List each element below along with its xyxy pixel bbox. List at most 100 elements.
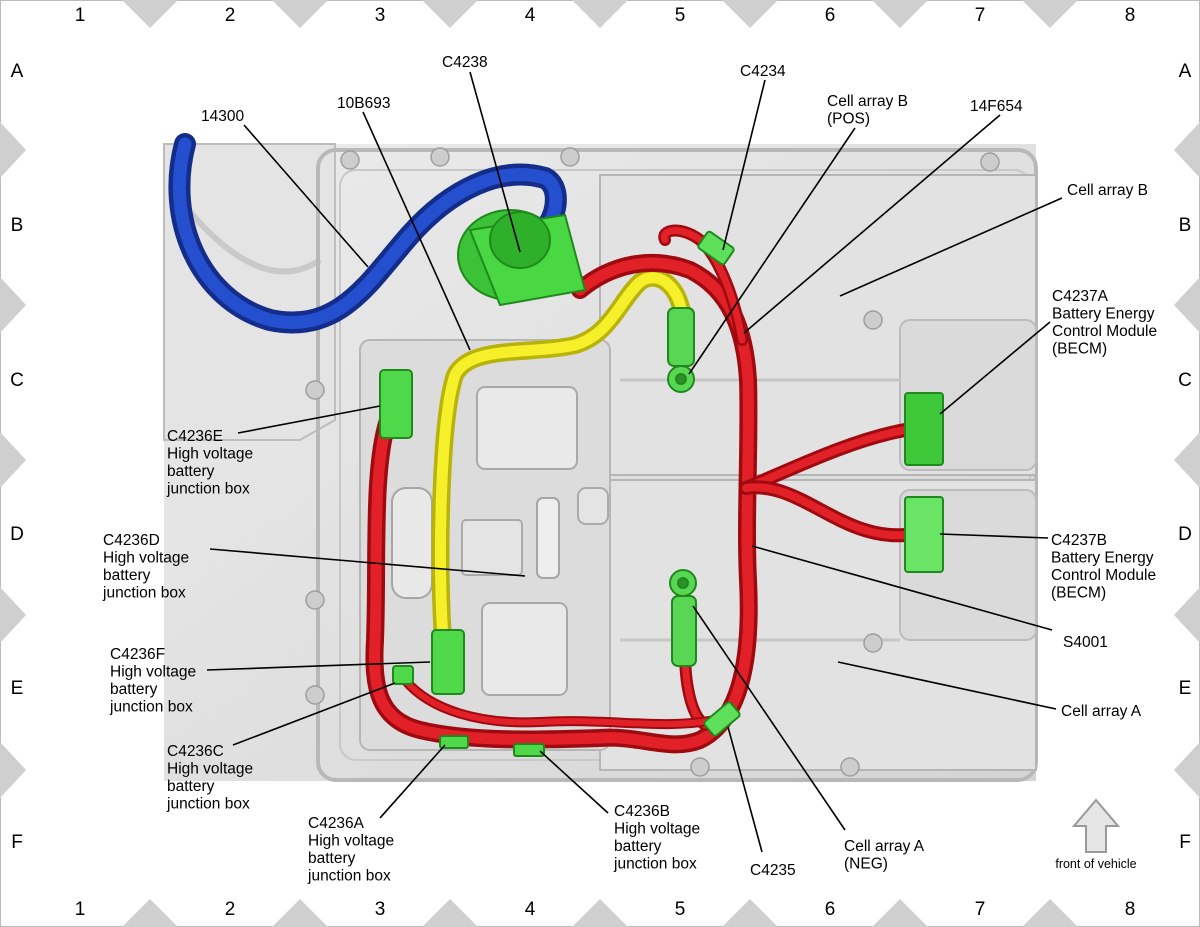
callout-c4235: C4235	[750, 862, 796, 879]
svg-text:14F654: 14F654	[970, 98, 1023, 115]
grid-column-label-bottom: 1	[75, 899, 86, 920]
callout-line: junction box	[166, 481, 250, 498]
frame-triangle-right	[1174, 587, 1200, 643]
svg-text:S4001: S4001	[1063, 634, 1108, 651]
callout-line: Cell array B	[1067, 182, 1148, 199]
callout-line: C4236B	[614, 803, 670, 820]
callout-cell-array-b-pos: Cell array B(POS)	[827, 93, 908, 128]
terminal-cell-array-b-pos	[667, 307, 695, 393]
callout-cell-array-b: Cell array B	[1067, 182, 1148, 199]
callout-line: 14300	[201, 108, 244, 125]
frame-triangle-left	[0, 122, 26, 178]
callout-line: (NEG)	[844, 856, 888, 873]
callout-line: C4238	[442, 54, 488, 71]
frame-triangle-left	[0, 277, 26, 333]
callout-line: C4236A	[308, 815, 365, 832]
frame-triangle-top	[1022, 0, 1078, 28]
up-arrow-icon	[1071, 798, 1121, 853]
callout-cell-array-a-neg: Cell array A(NEG)	[844, 838, 925, 873]
frame-triangle-right	[1174, 742, 1200, 798]
callout-line: battery	[103, 567, 151, 584]
connector-c4236f	[431, 629, 465, 695]
callout-line: (BECM)	[1052, 341, 1107, 358]
frame-triangle-right	[1174, 432, 1200, 488]
grid-row-label-right: B	[1179, 215, 1192, 236]
connector-c4236a	[439, 735, 469, 749]
frame-triangle-top	[722, 0, 778, 28]
terminal-cell-array-a-neg	[669, 569, 697, 667]
grid-column-label-bottom: 7	[975, 899, 986, 920]
frame-triangle-bottom	[1022, 899, 1078, 927]
callout-c4234: C4234	[740, 63, 786, 80]
callout-line: High voltage	[110, 664, 196, 681]
callout-line: S4001	[1063, 634, 1108, 651]
callout-line: High voltage	[167, 446, 253, 463]
grid-column-label-top: 6	[825, 5, 836, 26]
leader-lines	[206, 71, 1063, 853]
callout-line: (POS)	[827, 111, 870, 128]
frame-triangle-left	[0, 587, 26, 643]
grid-column-label-top: 4	[525, 5, 536, 26]
frame-triangle-bottom	[272, 899, 328, 927]
grid-column-label-top: 2	[225, 5, 236, 26]
callout-line: battery	[167, 778, 215, 795]
grid-row-label-left: B	[11, 215, 24, 236]
frame-triangle-bottom	[122, 899, 178, 927]
grid-column-label-top: 8	[1125, 5, 1136, 26]
callout-line: battery	[167, 463, 215, 480]
frame-triangle-top	[422, 0, 478, 28]
callout-line: Cell array A	[1061, 703, 1142, 720]
callout-line: Cell array A	[844, 838, 925, 855]
front-of-vehicle-label: front of vehicle	[1055, 857, 1136, 871]
connector-c4237a	[904, 392, 944, 466]
callout-c4238: C4238	[442, 54, 488, 71]
callout-line: Battery Energy	[1051, 550, 1154, 567]
svg-text:10B693: 10B693	[337, 95, 390, 112]
grid-column-label-bottom: 4	[525, 899, 536, 920]
callout-line: High voltage	[308, 833, 394, 850]
front-of-vehicle-indicator: front of vehicle	[1055, 798, 1137, 871]
callout-line: junction box	[109, 699, 193, 716]
grid-row-label-right: E	[1179, 678, 1192, 699]
connector-c4237b	[904, 496, 944, 573]
callout-line: 14F654	[970, 98, 1023, 115]
callout-cell-array-a: Cell array A	[1061, 703, 1142, 720]
callout-line: Battery Energy	[1052, 306, 1155, 323]
connector-c4234	[697, 230, 735, 266]
connector-c4236e	[379, 369, 413, 439]
grid-column-label-top: 3	[375, 5, 386, 26]
connector-c4236c	[392, 665, 414, 685]
grid-row-label-right: F	[1179, 832, 1191, 853]
callout-line: Control Module	[1051, 567, 1156, 584]
frame-triangle-bottom	[572, 899, 628, 927]
callout-line: Control Module	[1052, 323, 1157, 340]
callout-14300: 14300	[201, 108, 244, 125]
frame-triangle-right	[1174, 277, 1200, 333]
connectors	[379, 209, 944, 757]
frame-triangle-right	[1174, 122, 1200, 178]
callout-line: High voltage	[103, 550, 189, 567]
callout-line: (BECM)	[1051, 585, 1106, 602]
frame-triangle-left	[0, 742, 26, 798]
grid-row-label-left: D	[10, 524, 24, 545]
callout-line: junction box	[166, 796, 250, 813]
grid-column-label-bottom: 8	[1125, 899, 1136, 920]
grid-column-label-bottom: 2	[225, 899, 236, 920]
connector-c4235	[703, 701, 741, 737]
grid-column-label-top: 7	[975, 5, 986, 26]
callout-line: junction box	[307, 868, 391, 885]
callout-10b693: 10B693	[337, 95, 390, 112]
svg-text:Cell array A: Cell array A	[1061, 703, 1142, 720]
callout-line: C4235	[750, 862, 796, 879]
callout-line: battery	[308, 850, 356, 867]
